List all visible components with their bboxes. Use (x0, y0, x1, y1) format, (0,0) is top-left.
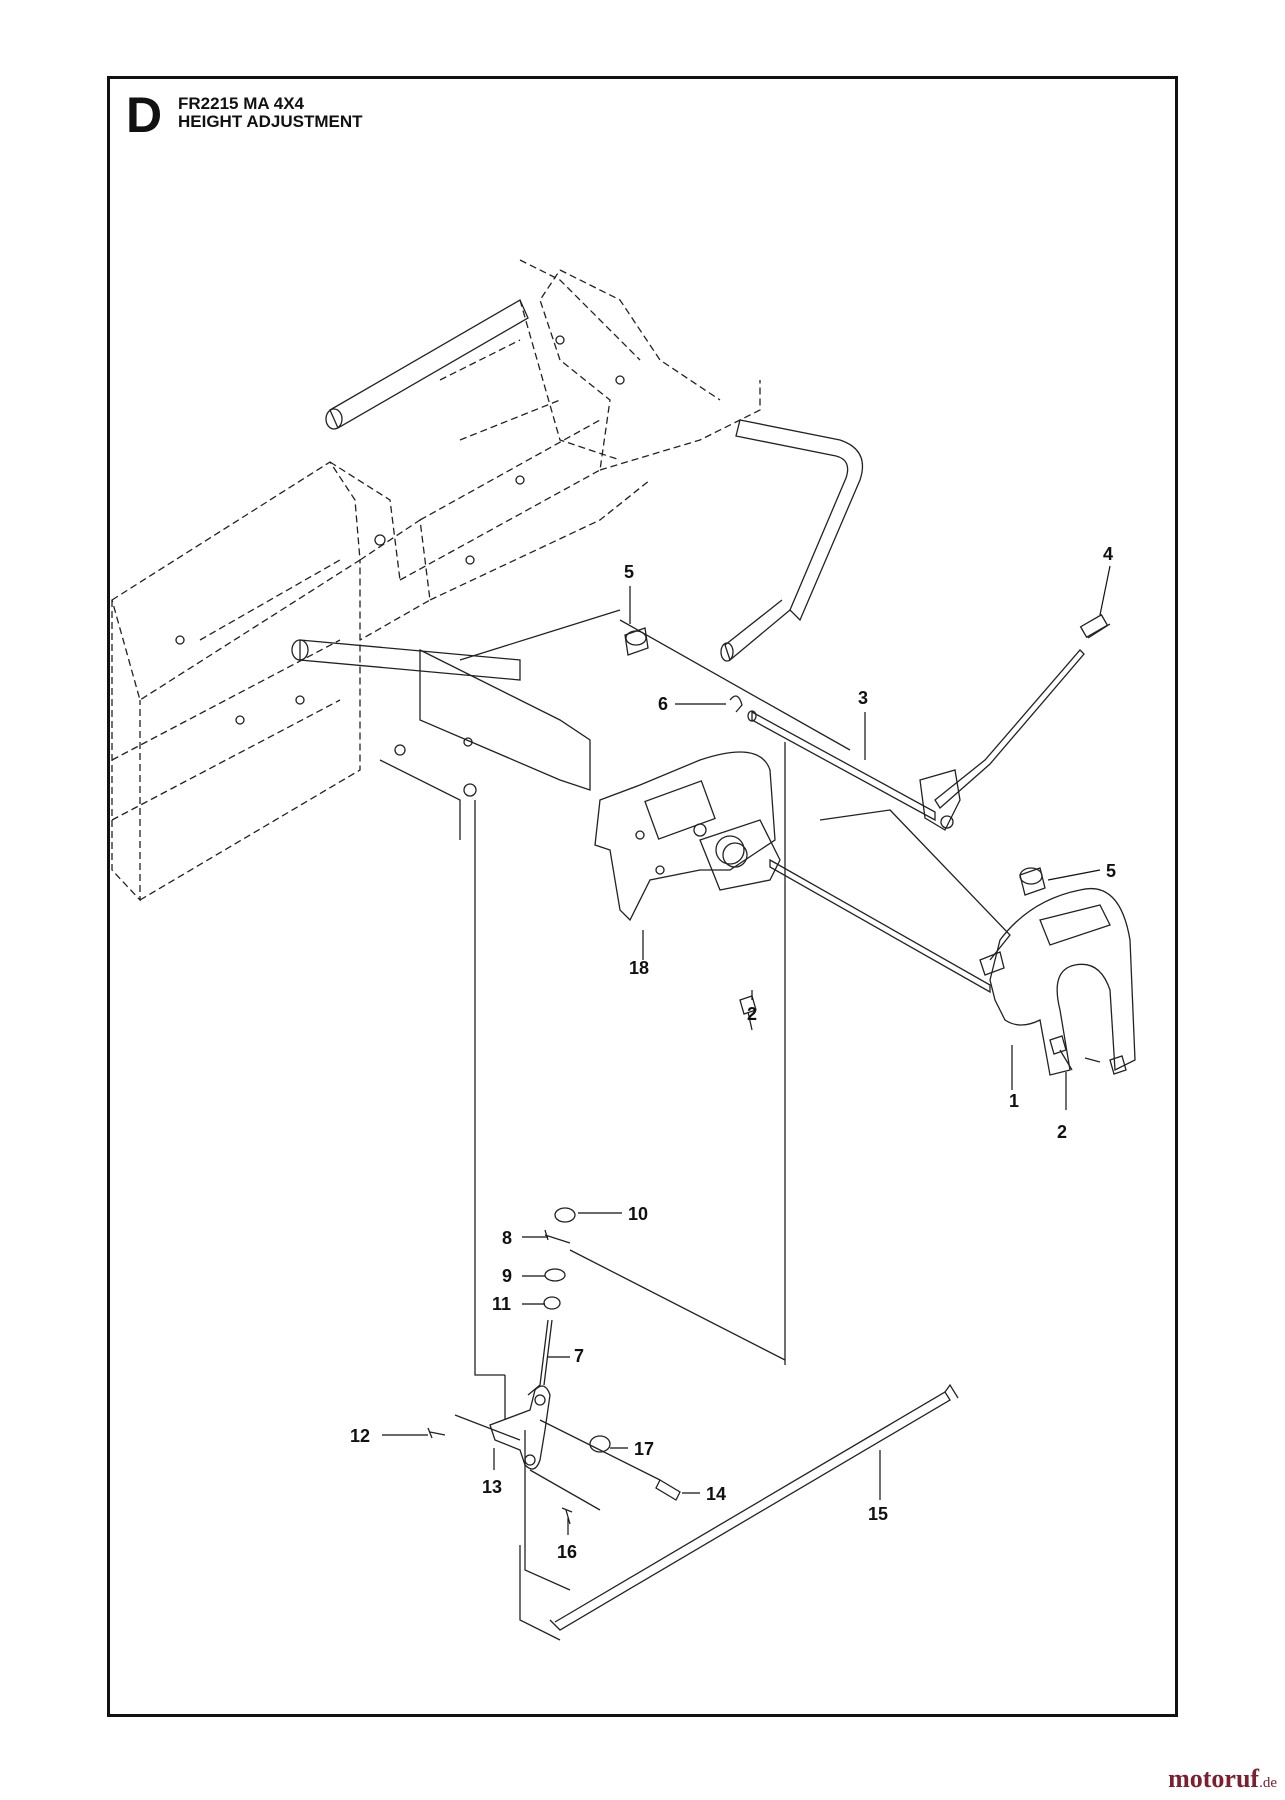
model-name: FR2215 MA 4X4 (178, 94, 304, 113)
part-5-bushing-right (1019, 867, 1046, 896)
watermark-tld: .de (1259, 1775, 1277, 1791)
callout-13: 13 (482, 1477, 502, 1497)
callout-15: 15 (868, 1504, 888, 1524)
part-6-clip (729, 695, 743, 713)
part-11-nut (543, 1296, 561, 1310)
callout-10: 10 (628, 1204, 648, 1224)
callout-14: 14 (706, 1484, 726, 1504)
part-10-nut (554, 1207, 576, 1223)
chassis-frame (111, 259, 761, 902)
callout-3: 3 (858, 688, 868, 708)
callout-9: 9 (502, 1266, 512, 1286)
diagram-title: HEIGHT ADJUSTMENT (178, 112, 363, 131)
part-8-bolt (544, 1229, 571, 1244)
chassis-holes (175, 335, 625, 797)
watermark-logo: motoruf.de (1168, 1764, 1277, 1794)
part-7-rod (527, 1319, 553, 1396)
callout-16: 16 (557, 1542, 577, 1562)
callout-2a: 2 (747, 1004, 757, 1024)
part-12-screw (427, 1427, 446, 1439)
callout-5a: 5 (624, 562, 634, 582)
frame-tubes (291, 299, 864, 840)
callout-5b: 5 (1106, 861, 1116, 881)
callout-8: 8 (502, 1228, 512, 1248)
callout-4: 4 (1103, 544, 1113, 564)
callout-18: 18 (629, 958, 649, 978)
diagram-frame (107, 76, 1178, 1717)
callout-6: 6 (658, 694, 668, 714)
part-13-bellcrank (489, 1385, 551, 1470)
section-letter: D (126, 87, 163, 143)
callout-12: 12 (350, 1426, 370, 1446)
callout-7: 7 (574, 1346, 584, 1366)
callout-1: 1 (1009, 1091, 1019, 1111)
part-15-rod (549, 1391, 951, 1631)
callout-11: 11 (492, 1294, 511, 1314)
part-14-bolt (655, 1479, 681, 1501)
part-16-screw (561, 1507, 573, 1525)
part-callouts: 1 2 2 2 3 4 5 5 6 7 8 9 10 11 12 13 14 1… (350, 544, 1116, 1562)
watermark-brand: motoruf (1168, 1764, 1260, 1793)
callout-2b: 2 (1057, 1122, 1067, 1142)
part-18-plate (594, 751, 776, 922)
part-2-bolts (739, 995, 1127, 1075)
leader-lines (382, 565, 1111, 1535)
part-3-rod (751, 710, 936, 822)
part-9-washer (544, 1268, 566, 1282)
callout-17: 17 (634, 1439, 654, 1459)
part-4-lever (934, 649, 1085, 809)
part-17-washer (589, 1435, 611, 1453)
part-1-plate (989, 888, 1136, 1076)
